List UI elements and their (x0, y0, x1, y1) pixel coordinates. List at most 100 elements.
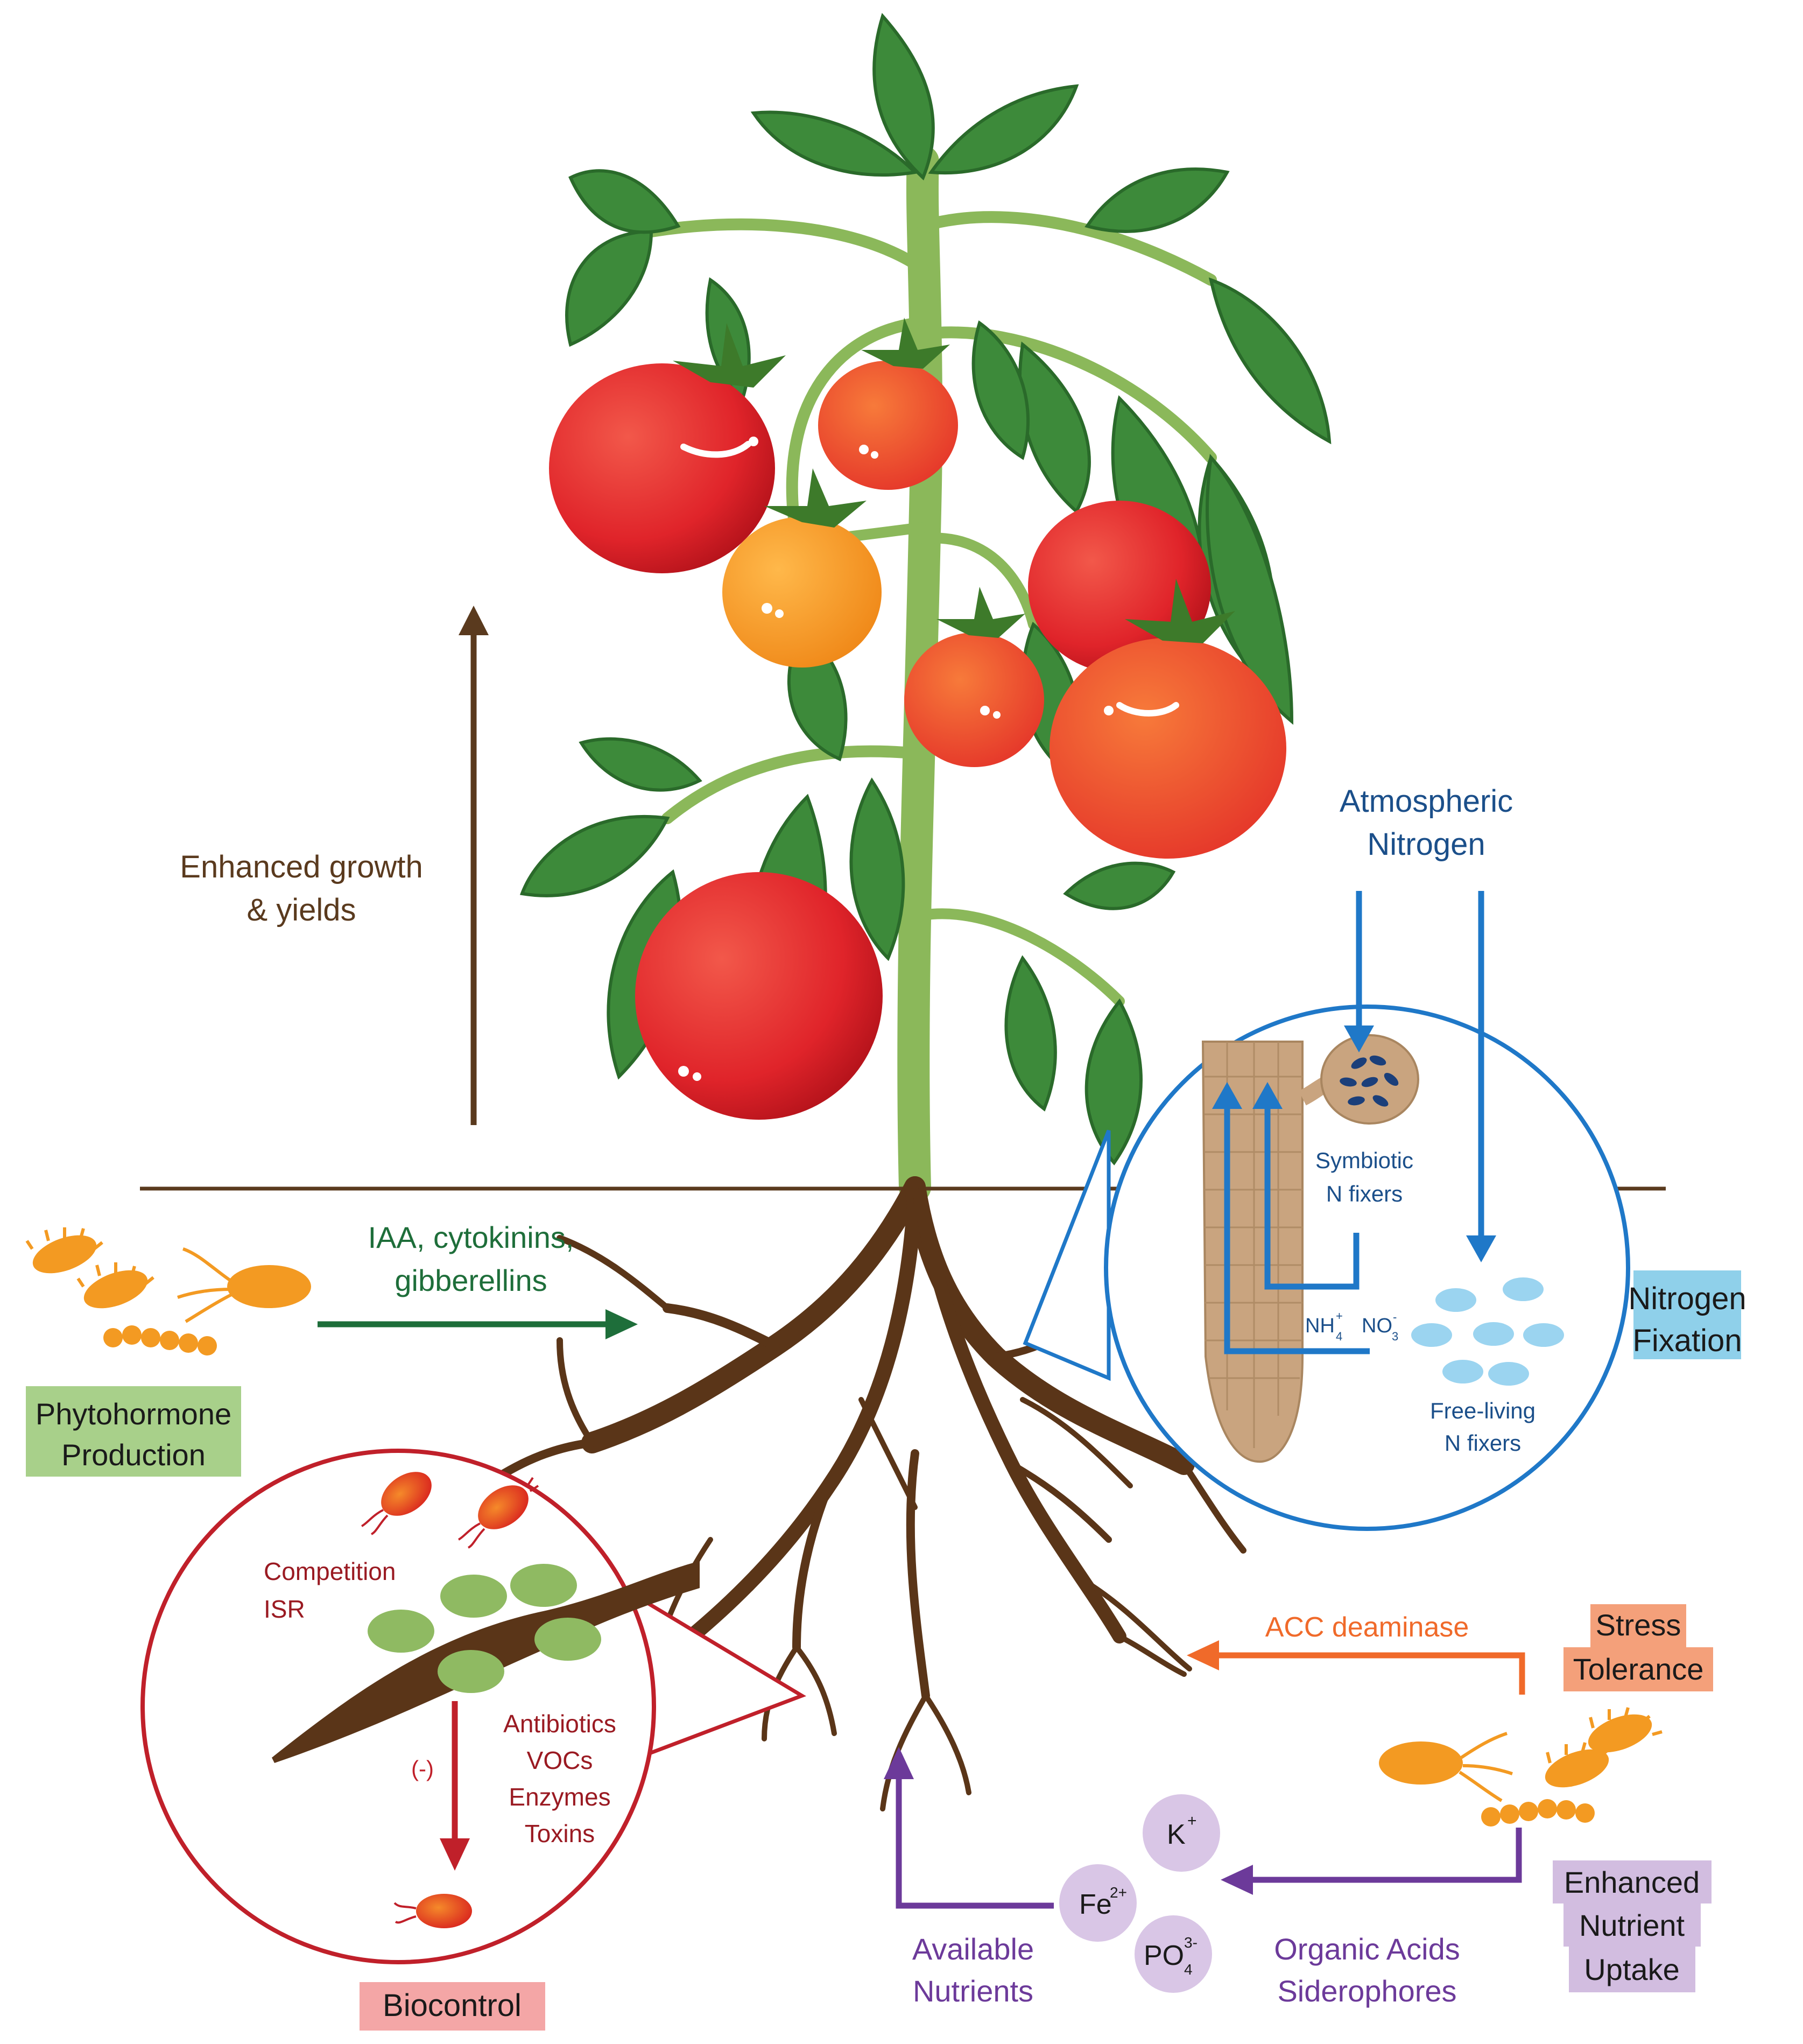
tomato (1050, 638, 1286, 859)
hormones-label: gibberellins (395, 1263, 547, 1297)
beneficial-bacteria-icon (368, 1564, 601, 1693)
calyx (861, 318, 950, 369)
nitrogen-arrows (1224, 891, 1484, 1354)
inhibition-arrow (440, 1701, 470, 1871)
branch (645, 218, 929, 275)
leaf (1208, 277, 1332, 445)
branch (661, 745, 924, 824)
phytohormone-box (26, 1386, 241, 1477)
branch (786, 317, 924, 544)
enzymes-label: Enzymes (509, 1783, 610, 1811)
leaf (849, 777, 905, 961)
calyx (673, 323, 786, 388)
nitrogen-fixation-box (1633, 1270, 1741, 1359)
acc-arrow (1187, 1640, 1525, 1695)
branch (920, 326, 1217, 463)
phytohormone-label: Phytohormone (36, 1397, 231, 1431)
leaf (928, 84, 1079, 174)
hormone-arrow (318, 1309, 638, 1339)
stress-label: Stress (1596, 1608, 1681, 1642)
svg-text:Fe: Fe (1079, 1889, 1112, 1920)
leaf (872, 13, 935, 181)
leaf (565, 229, 653, 347)
svg-text:K: K (1167, 1819, 1186, 1850)
tomato (904, 633, 1044, 767)
main-stem (897, 145, 943, 1203)
leaf (568, 169, 681, 234)
ammonium-label: NH 4 + (1305, 1309, 1343, 1343)
atmospheric-nitrogen-label: Atmospheric (1340, 784, 1513, 819)
arrow-heads (1212, 1025, 1496, 1262)
svg-text:+: + (1187, 1812, 1197, 1830)
nitrogen-fixation-label: Fixation (1632, 1323, 1742, 1358)
acc-label: ACC deaminase (1265, 1612, 1469, 1643)
phytohormone-label: Production (61, 1438, 206, 1472)
isr-label: ISR (264, 1595, 305, 1623)
svg-text:2+: 2+ (1110, 1884, 1127, 1901)
leaf (1018, 341, 1091, 514)
growth-arrow (459, 606, 489, 1125)
leaf (1004, 955, 1057, 1112)
stress-bacteria-icon (1379, 1707, 1663, 1827)
hormones-label: IAA, cytokinins, (368, 1220, 574, 1254)
nutrient-uptake-label: Nutrient (1579, 1908, 1685, 1942)
svg-text:+: + (1336, 1309, 1343, 1323)
svg-text:3: 3 (1392, 1330, 1398, 1343)
svg-text:NH: NH (1305, 1315, 1335, 1337)
leaf (519, 814, 670, 897)
pathogen-icon (361, 1472, 539, 1549)
svg-text:4: 4 (1184, 1961, 1193, 1978)
antibiotics-label: Antibiotics (503, 1710, 616, 1738)
svg-text:PO: PO (1144, 1940, 1184, 1971)
svg-text:4: 4 (1336, 1330, 1342, 1343)
nitrogen-fixation-label: Nitrogen (1628, 1281, 1746, 1316)
leaf (1206, 454, 1294, 725)
pathogen-icon (393, 1894, 472, 1928)
available-nutrients-label: Available (912, 1932, 1034, 1966)
stress-box (1563, 1647, 1713, 1691)
symbiotic-bacteria-icon (1340, 1055, 1399, 1107)
leaf (1084, 998, 1143, 1165)
leaf (750, 110, 919, 177)
branch (918, 532, 1039, 630)
leaf (1084, 167, 1230, 233)
tomato (722, 517, 882, 668)
tomato (635, 872, 883, 1120)
free-living-bacteria-icon (1411, 1277, 1564, 1386)
siderophores-label: Siderophores (1277, 1974, 1456, 2008)
tomato-plant (519, 13, 1332, 1203)
nutrient-box (1563, 1903, 1701, 1947)
calyx (764, 468, 867, 528)
nutrient-uptake-label: Uptake (1584, 1952, 1679, 1986)
phytohormone-bacteria-icon (25, 1227, 311, 1355)
leaf (1063, 861, 1176, 910)
biocontrol-label: Biocontrol (383, 1988, 522, 2023)
nutrient-box (1569, 1947, 1695, 1992)
negative-label: (-) (411, 1756, 434, 1781)
nutrient-uptake-label: Enhanced (1564, 1865, 1700, 1899)
available-nutrients-label: Nutrients (913, 1974, 1033, 2008)
competition-label: Competition (264, 1557, 396, 1585)
atmospheric-nitrogen-label: Nitrogen (1367, 827, 1485, 862)
svg-text:NO: NO (1362, 1315, 1392, 1337)
tomato (818, 361, 958, 490)
branch (918, 908, 1125, 1007)
free-living-label: N fixers (1445, 1430, 1521, 1456)
symbiotic-label: N fixers (1326, 1181, 1403, 1206)
growth-label: & yields (246, 893, 356, 928)
stress-label: Tolerance (1573, 1652, 1704, 1686)
organic-acids-arrow (1221, 1828, 1522, 1895)
tomato (549, 363, 775, 573)
growth-label: Enhanced growth (180, 849, 422, 884)
stress-box (1590, 1604, 1686, 1647)
leaf (579, 737, 702, 792)
vocs-label: VOCs (527, 1746, 593, 1774)
organic-acids-label: Organic Acids (1274, 1932, 1460, 1966)
biocontrol-box (360, 1982, 545, 2031)
svg-text:-: - (1393, 1310, 1397, 1324)
leaf (971, 320, 1030, 460)
symbiotic-label: Symbiotic (1315, 1148, 1413, 1173)
iron-nutrient-icon: Fe 2+ (1059, 1864, 1137, 1942)
free-living-label: Free-living (1430, 1398, 1536, 1423)
